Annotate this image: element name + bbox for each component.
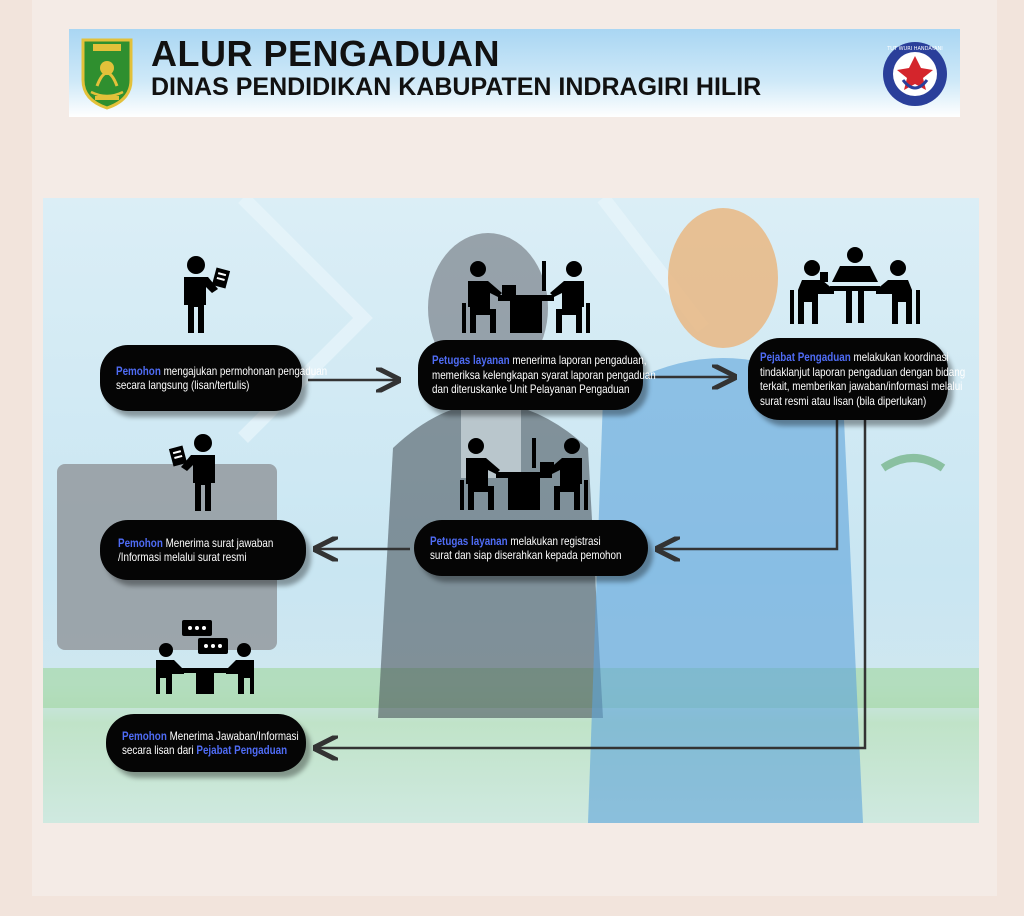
tut-wuri-handayani-emblem-icon: TUT WURI HANDAYANI bbox=[883, 42, 947, 106]
step-4-line-1: melakukan registrasi bbox=[507, 533, 601, 548]
step-3-line-3: terkait, memberikan jawaban/informasi me… bbox=[760, 379, 963, 393]
person-holding-document-icon bbox=[184, 256, 231, 333]
step-1-actor: Pemohon bbox=[116, 363, 161, 378]
step-2-text: Petugas layanan menerima laporan pengadu… bbox=[432, 353, 656, 397]
page-subtitle: DINAS PENDIDIKAN KABUPATEN INDRAGIRI HIL… bbox=[151, 73, 762, 101]
step-5-line-2: /Informasi melalui surat resmi bbox=[118, 550, 247, 564]
step-6-line-2: secara lisan dari bbox=[122, 743, 197, 757]
step-6-line-1: Menerima Jawaban/Informasi bbox=[166, 728, 299, 743]
step-1-pill: Pemohon mengajukan permohonan pengaduan … bbox=[100, 345, 327, 411]
service-desk-meeting-icon bbox=[460, 438, 588, 510]
page-title: ALUR PENGADUAN bbox=[151, 33, 500, 74]
emblem-text: TUT WURI HANDAYANI bbox=[886, 46, 943, 52]
step-6-trailing-actor: Pejabat Pengaduan bbox=[196, 743, 288, 757]
step-3-text: Pejabat Pengaduan melakukan koordinasi t… bbox=[760, 350, 965, 408]
step-5-actor: Pemohon bbox=[118, 535, 163, 550]
step-3-line-2: tindaklanjut laporan pengaduan dengan bi… bbox=[760, 364, 966, 379]
step-1-text: Pemohon mengajukan permohonan pengaduan … bbox=[116, 364, 327, 393]
step-2-pill: Petugas layanan menerima laporan pengadu… bbox=[418, 340, 656, 410]
discussion-chat-icon bbox=[156, 620, 254, 694]
step-2-line-1: menerima laporan pengaduan, bbox=[509, 353, 647, 368]
step-2-line-3: dan diteruskanke Unit Pelayanan Pengadua… bbox=[432, 382, 630, 397]
step-2-actor: Petugas layanan bbox=[432, 353, 510, 368]
arrow-step3-to-step6 bbox=[318, 420, 867, 748]
indragiri-hilir-emblem-icon bbox=[81, 38, 133, 110]
step-5-text: Pemohon Menerima surat jawaban /Informas… bbox=[118, 536, 273, 565]
step-4-line-2: surat dan siap diserahkan kepada pemohon bbox=[430, 548, 622, 562]
step-6-text: Pemohon Menerima Jawaban/Informasi secar… bbox=[122, 729, 299, 758]
step-3-line-1: melakukan koordinasi bbox=[850, 350, 949, 364]
step-2-line-2: memeriksa kelengkapan syarat laporan pen… bbox=[432, 367, 656, 382]
step-6-pill: Pemohon Menerima Jawaban/Informasi secar… bbox=[106, 714, 306, 772]
step-3-actor: Pejabat Pengaduan bbox=[760, 350, 851, 364]
step-4-pill: Petugas layanan melakukan registrasi sur… bbox=[414, 520, 648, 576]
step-6-actor: Pemohon bbox=[122, 728, 167, 743]
step-4-text: Petugas layanan melakukan registrasi sur… bbox=[430, 534, 621, 563]
step-1-line-2: secara langsung (lisan/tertulis) bbox=[116, 378, 250, 392]
step-3-pill: Pejabat Pengaduan melakukan koordinasi t… bbox=[748, 338, 965, 420]
step-5-pill: Pemohon Menerima surat jawaban /Informas… bbox=[100, 520, 306, 580]
header-banner: ALUR PENGADUAN DINAS PENDIDIKAN KABUPATE… bbox=[69, 29, 960, 117]
person-holding-document-icon bbox=[168, 434, 215, 511]
step-3-line-4: surat resmi atau lisan (bila diperlukan) bbox=[760, 393, 927, 408]
service-desk-meeting-icon bbox=[462, 261, 590, 333]
group-meeting-icon bbox=[790, 247, 920, 324]
step-5-line-1: Menerima surat jawaban bbox=[162, 535, 274, 550]
arrow-step3-to-step4 bbox=[660, 420, 839, 549]
step-4-actor: Petugas layanan bbox=[430, 533, 508, 548]
step-1-line-1: mengajukan permohonan pengaduan bbox=[160, 363, 328, 378]
